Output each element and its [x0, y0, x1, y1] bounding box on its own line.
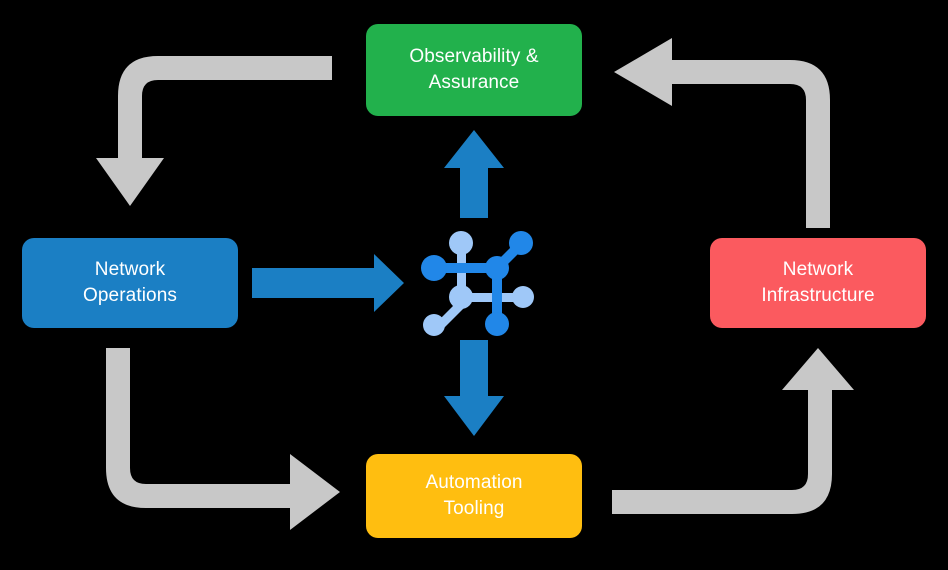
node-network-operations[interactable]: Network Operations [22, 238, 238, 328]
arrow-automation-to-infrastructure [612, 348, 854, 514]
network-graph-icon [421, 231, 534, 336]
node-label-observability: Observability & Assurance [409, 46, 539, 93]
node-label-automation: Automation Tooling [425, 472, 523, 519]
arrow-center-to-observability [444, 130, 504, 218]
node-network-infrastructure[interactable]: Network Infrastructure [710, 238, 926, 328]
arrow-center-to-automation [444, 340, 504, 436]
arrow-operations-to-automation [106, 348, 340, 530]
arrow-operations-to-center [252, 254, 404, 312]
node-observability-assurance[interactable]: Observability & Assurance [366, 24, 582, 116]
arrow-observability-to-operations [96, 56, 332, 206]
arrow-infrastructure-to-observability [614, 38, 830, 228]
node-label-operations: Network Operations [83, 259, 177, 306]
node-label-infrastructure: Network Infrastructure [761, 259, 875, 306]
node-automation-tooling[interactable]: Automation Tooling [366, 454, 582, 538]
